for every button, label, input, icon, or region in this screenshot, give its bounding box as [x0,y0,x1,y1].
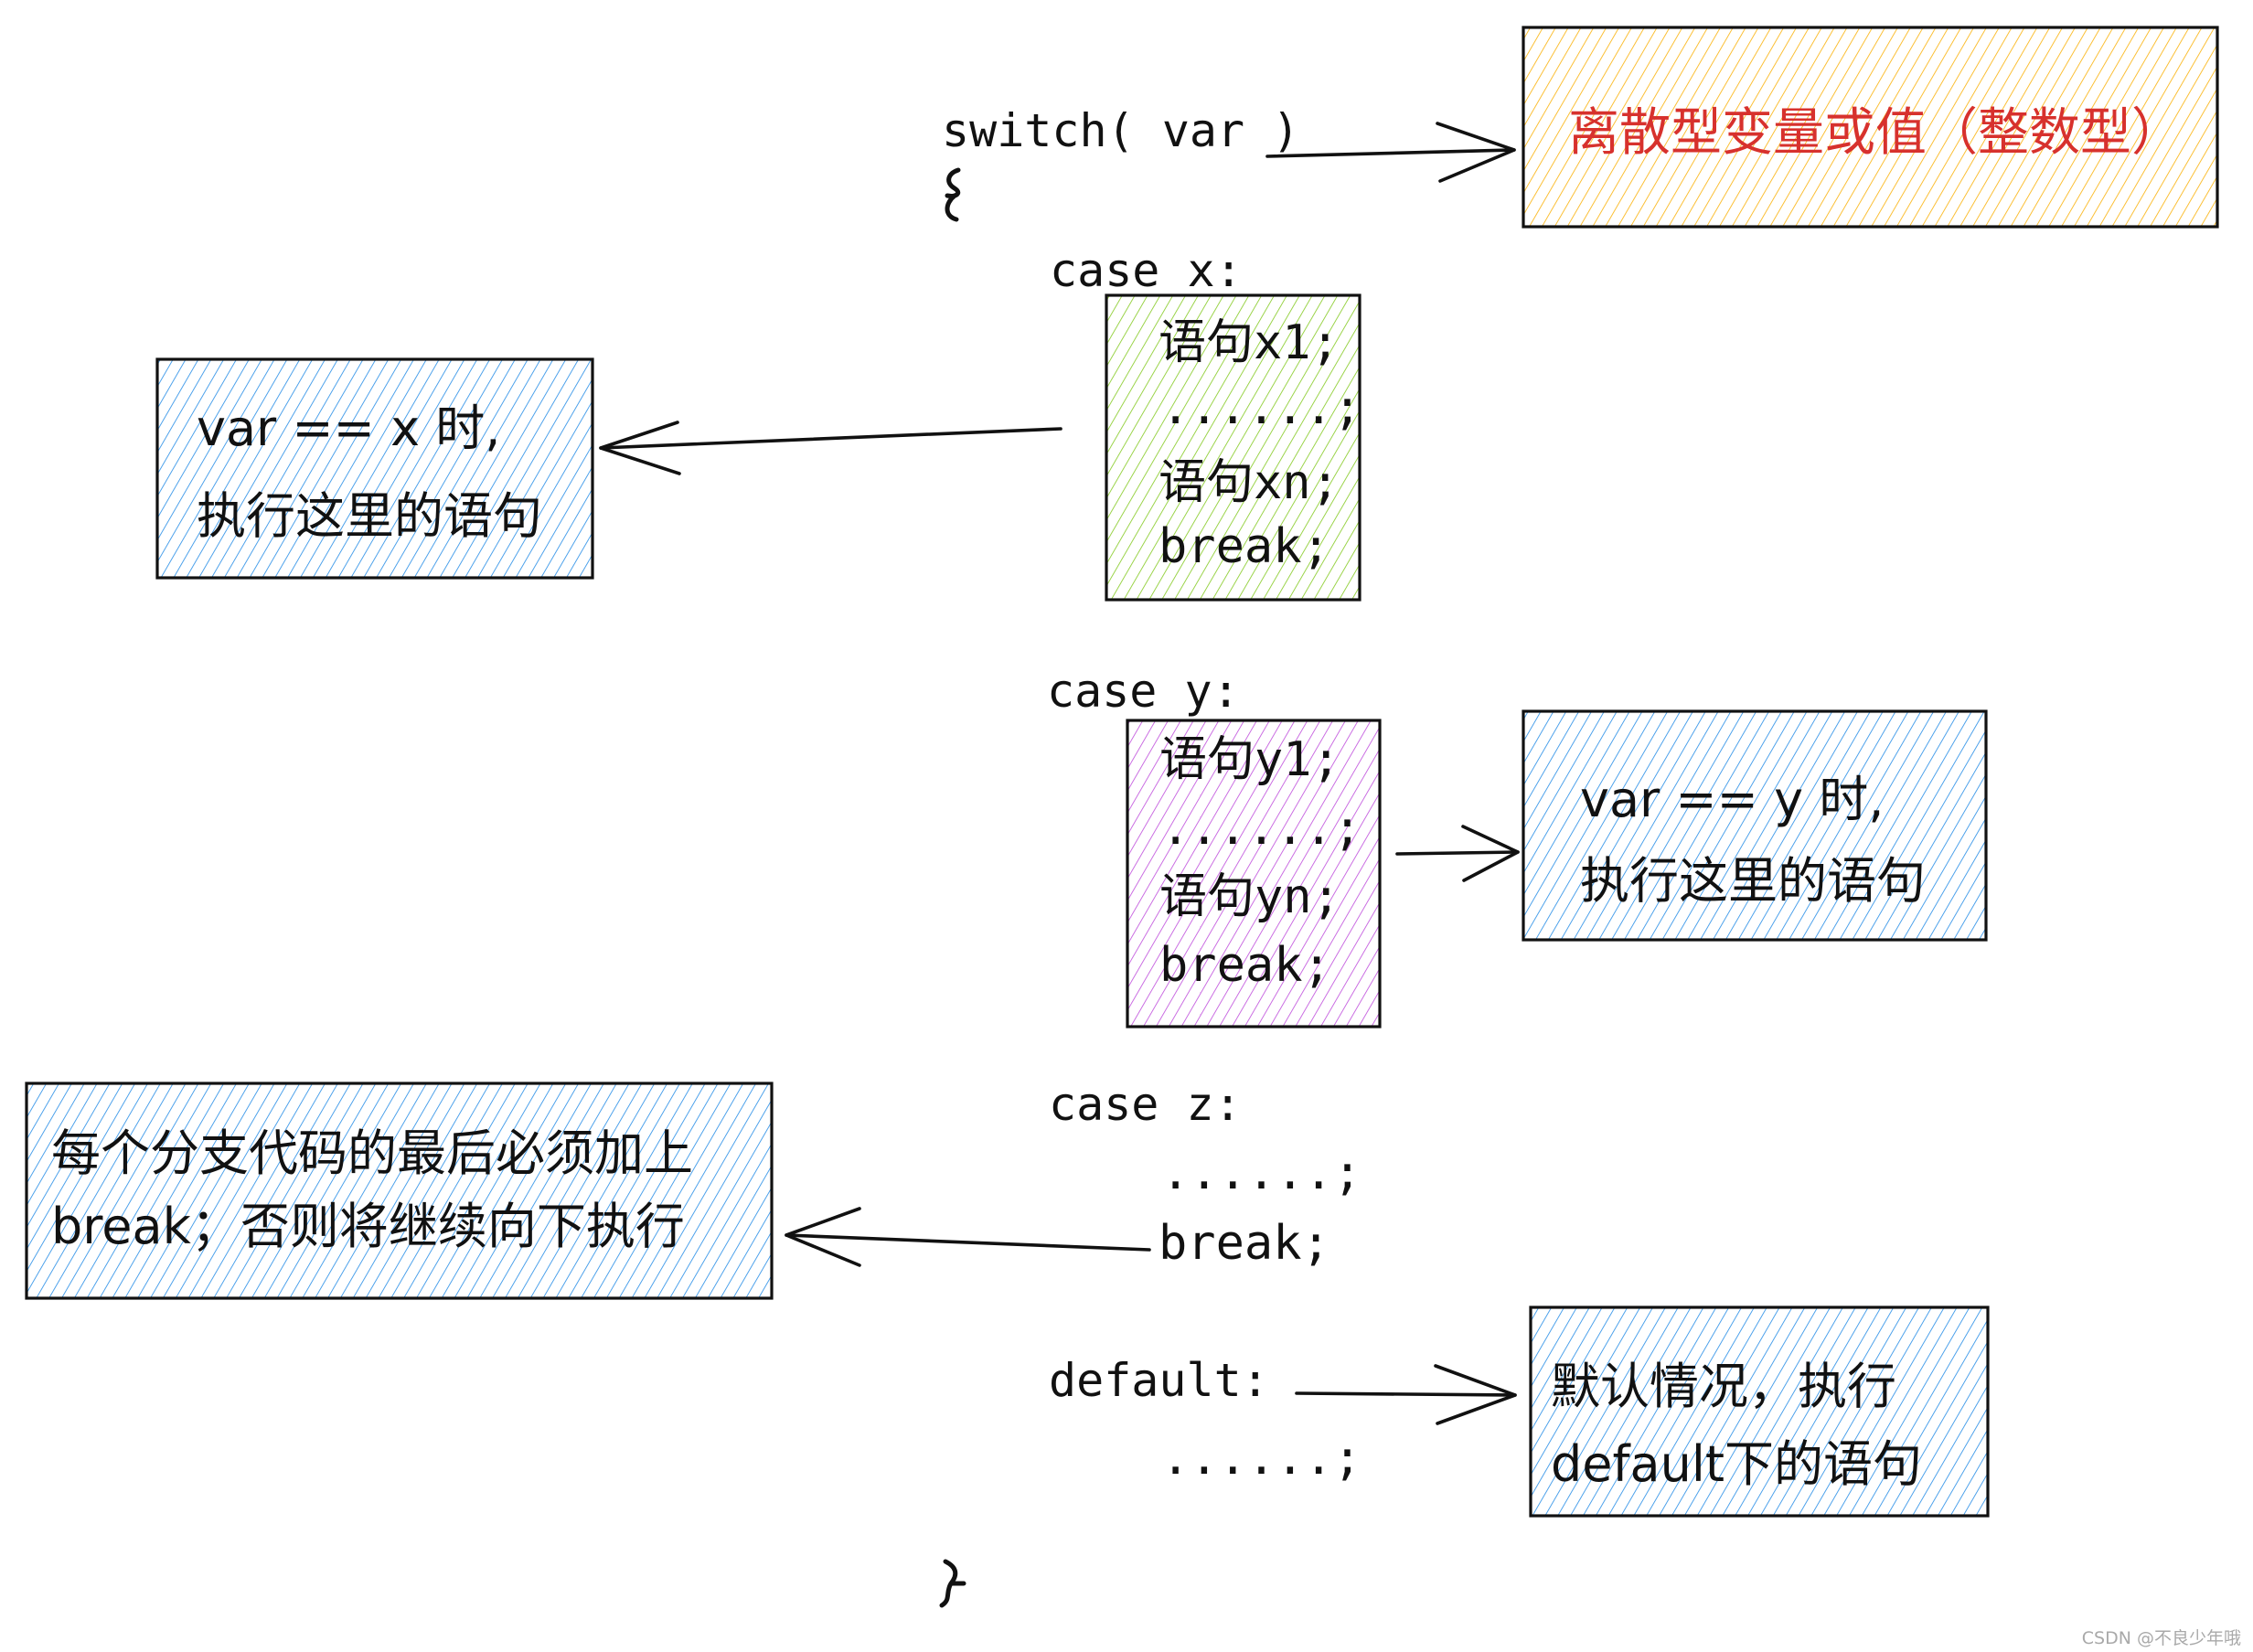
arrow-case-x-to-note [599,421,1062,475]
arrow-shaft [599,427,1062,450]
case-x-line: break; [1159,519,1330,574]
arrow-head-icon [785,1207,861,1267]
note-break-rule-line: 每个分支代码的最后必须加上 [51,1124,693,1182]
case-x-box [1105,293,1361,602]
case-x-line: 语句x1; [1159,315,1340,370]
note-break-rule-hatch-fill [27,1083,772,1298]
arrow-head-icon [1436,122,1516,183]
note-case-x-line: var == x 时, [197,400,500,457]
note-case-y-line: var == y 时, [1580,771,1884,828]
note-default-hatch-fill [1531,1307,1988,1516]
arrow-case-y-to-note [1395,825,1520,882]
note-case-y-hatch-fill [1523,711,1986,940]
arrow-shaft [785,1233,1151,1252]
arrow-head-icon [599,421,681,475]
note-case-x-hatch-fill [157,359,593,578]
arrow-default-to-note [1295,1364,1517,1425]
arrow-shaft [1395,850,1520,856]
case-x-line: ......; [1161,380,1361,435]
arrow-head-icon [1434,1364,1517,1425]
case-y-line: 语句yn; [1159,869,1340,924]
case-y-line: break; [1159,938,1331,993]
note-break-rule: 每个分支代码的最后必须加上 break；否则将继续向下执行 [25,1082,774,1300]
note-break-rule-line: break；否则将继续向下执行 [51,1198,685,1255]
note-switch-var: 离散型变量或值（整数型） [1522,26,2219,229]
arrow-switch-to-note [1265,122,1516,183]
arrow-break-to-note [785,1207,1151,1267]
note-case-y-box [1522,709,1988,942]
note-switch-var-hatch-fill [1523,27,2217,227]
arrow-shaft [1295,1391,1517,1397]
case-y-label: case y: [1047,665,1240,718]
code-block: switch( var ) case x: 语句x1; ......; 语句xn… [939,104,1382,1608]
arrow-shaft [1265,148,1516,158]
case-z-label: case z: [1049,1078,1242,1131]
case-x-label: case x: [1050,244,1243,297]
note-default: 默认情况，执行 default下的语句 [1529,1306,1990,1518]
note-default-line: default下的语句 [1551,1435,1922,1493]
note-case-x-line: 执行这里的语句 [197,487,542,545]
note-switch-var-text: 离散型变量或值（整数型） [1568,103,2183,163]
case-y-line: 语句y1; [1159,732,1340,787]
case-x-hatch-fill [1106,295,1360,600]
case-y-line: ......; [1161,801,1361,856]
case-y-block: 语句y1; ......; 语句yn; break; [1126,719,1382,1029]
close-brace-icon [939,1559,966,1608]
switch-header: switch( var ) [942,104,1299,157]
case-z-line: break; [1159,1216,1330,1271]
note-case-y-line: 执行这里的语句 [1580,852,1926,910]
case-x-block: 语句x1; ......; 语句xn; break; [1105,293,1361,602]
note-break-rule-box [25,1082,774,1300]
note-switch-var-box [1522,26,2219,229]
default-label: default: [1049,1354,1269,1407]
arrow-head-icon [1461,825,1520,882]
case-z-line: ......; [1161,1146,1361,1200]
default-line: ......; [1161,1431,1361,1486]
case-y-box [1126,719,1382,1029]
case-x-line: 语句xn; [1159,455,1340,510]
watermark: CSDN @不良少年哦 [2082,1628,2241,1648]
note-case-x: var == x 时, 执行这里的语句 [155,357,594,580]
note-default-line: 默认情况，执行 [1551,1358,1896,1415]
note-default-box [1529,1306,1990,1518]
note-case-x-box [155,357,594,580]
case-y-hatch-fill [1127,720,1380,1027]
open-brace-icon [945,167,961,222]
note-case-y: var == y 时, 执行这里的语句 [1522,709,1988,942]
